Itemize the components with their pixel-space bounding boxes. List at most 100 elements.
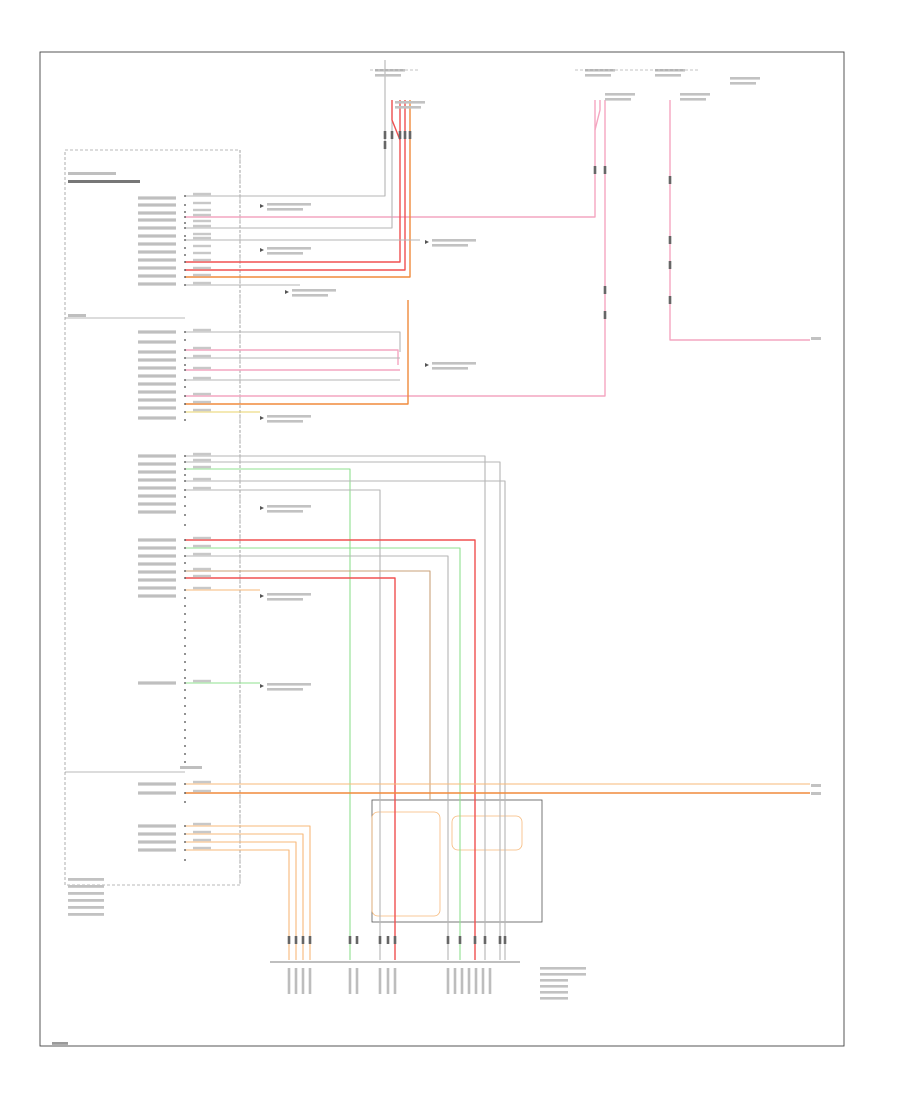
connector-tick bbox=[308, 936, 312, 944]
wire-orange bbox=[185, 849, 290, 960]
connector-pin bbox=[184, 227, 186, 229]
callout-note bbox=[432, 362, 476, 365]
connector-pin bbox=[184, 783, 186, 785]
callout-arrow bbox=[260, 416, 264, 420]
connector-tick bbox=[287, 936, 291, 944]
wire-red bbox=[185, 539, 476, 960]
connector-tick bbox=[446, 936, 450, 944]
connector-pin bbox=[184, 605, 186, 607]
connector-pin bbox=[184, 753, 186, 755]
callout-note bbox=[267, 203, 311, 206]
bottom-pin-label bbox=[481, 968, 485, 994]
connector-pin bbox=[184, 349, 186, 351]
pin-function-label bbox=[138, 358, 176, 362]
wire-green bbox=[185, 547, 461, 960]
wire-brown bbox=[185, 570, 431, 800]
wire-color-label bbox=[193, 586, 211, 590]
connector-pin bbox=[184, 849, 186, 851]
connector-pin bbox=[184, 461, 186, 463]
connector-pin bbox=[184, 419, 186, 421]
wire-red bbox=[185, 577, 396, 960]
bottom-component-label bbox=[540, 967, 586, 970]
terminal-label bbox=[811, 784, 821, 787]
connector-pin bbox=[184, 613, 186, 615]
connector-pin bbox=[184, 721, 186, 723]
callout-note bbox=[267, 593, 311, 596]
bottom-pin-label bbox=[467, 968, 471, 994]
wire-color-label bbox=[193, 354, 211, 358]
connector-pin bbox=[184, 411, 186, 413]
callout-note bbox=[432, 239, 476, 242]
connector-pin bbox=[184, 859, 186, 861]
connector-tick bbox=[348, 936, 352, 944]
connector-pin bbox=[184, 216, 186, 218]
connector-tick bbox=[383, 141, 387, 149]
pin-function-label bbox=[138, 266, 176, 270]
connector-pin bbox=[184, 468, 186, 470]
pin-function-label bbox=[138, 782, 176, 786]
callout-arrow bbox=[260, 204, 264, 208]
bottom-pin-label bbox=[308, 968, 312, 994]
terminal-label bbox=[811, 337, 821, 340]
wire-color-label bbox=[193, 567, 211, 571]
top-callout-note bbox=[730, 77, 760, 80]
wire-orange_dark bbox=[185, 100, 411, 278]
connector-tick bbox=[403, 131, 407, 139]
pin-function-label bbox=[138, 478, 176, 482]
module-name-label bbox=[68, 892, 104, 895]
connector-pin bbox=[184, 505, 186, 507]
connector-tick bbox=[668, 176, 672, 184]
connector-pin bbox=[184, 480, 186, 482]
pin-labels bbox=[68, 172, 211, 852]
pin-function-label bbox=[138, 848, 176, 852]
connector-tick bbox=[378, 936, 382, 944]
module-name-label bbox=[68, 906, 104, 909]
wire-color-label bbox=[193, 465, 211, 469]
bottom-pin-label bbox=[446, 968, 450, 994]
wire-color-label bbox=[193, 789, 211, 793]
connector-tick bbox=[498, 936, 502, 944]
connector-pin bbox=[184, 474, 186, 476]
top-callout-note bbox=[585, 74, 611, 77]
wire-color-label bbox=[193, 544, 211, 548]
connector-tick bbox=[301, 936, 305, 944]
pin-function-label bbox=[138, 824, 176, 828]
top-callout-note bbox=[655, 69, 685, 72]
wire-red bbox=[391, 100, 401, 141]
top-callout-note bbox=[605, 93, 635, 96]
pin-function-label bbox=[138, 330, 176, 334]
pin-function-label bbox=[138, 350, 176, 354]
connector-tick bbox=[483, 936, 487, 944]
bottom-connector-labels bbox=[287, 967, 586, 1000]
pin-function-label bbox=[138, 416, 176, 420]
connector-pin bbox=[184, 357, 186, 359]
connector-pin bbox=[184, 195, 186, 197]
wire-gray bbox=[185, 455, 486, 960]
connector-pin bbox=[184, 254, 186, 256]
wires bbox=[185, 60, 810, 960]
callout-note bbox=[267, 505, 311, 508]
callouts bbox=[52, 69, 821, 1045]
encoder-subframe bbox=[451, 815, 523, 851]
connector-tick bbox=[408, 131, 412, 139]
component-modules bbox=[64, 149, 543, 963]
pin-function-label bbox=[138, 494, 176, 498]
callout-arrow bbox=[285, 290, 289, 294]
connector-pin bbox=[184, 235, 186, 237]
pin-function-label bbox=[138, 226, 176, 230]
bottom-pin-label bbox=[393, 968, 397, 994]
wire-color-label bbox=[193, 281, 211, 285]
connector-pin bbox=[184, 496, 186, 498]
transfer-case-module bbox=[64, 149, 241, 886]
connector-pin bbox=[184, 589, 186, 591]
top-callout-note bbox=[375, 69, 405, 72]
top-callout-note bbox=[395, 101, 425, 104]
module-title-label bbox=[68, 172, 116, 175]
connector-pin bbox=[184, 524, 186, 526]
bottom-component-label bbox=[540, 991, 568, 994]
callout-note bbox=[432, 367, 468, 370]
wire-gray bbox=[185, 555, 449, 960]
connector-pin bbox=[184, 637, 186, 639]
bottom-component-label bbox=[540, 979, 568, 982]
